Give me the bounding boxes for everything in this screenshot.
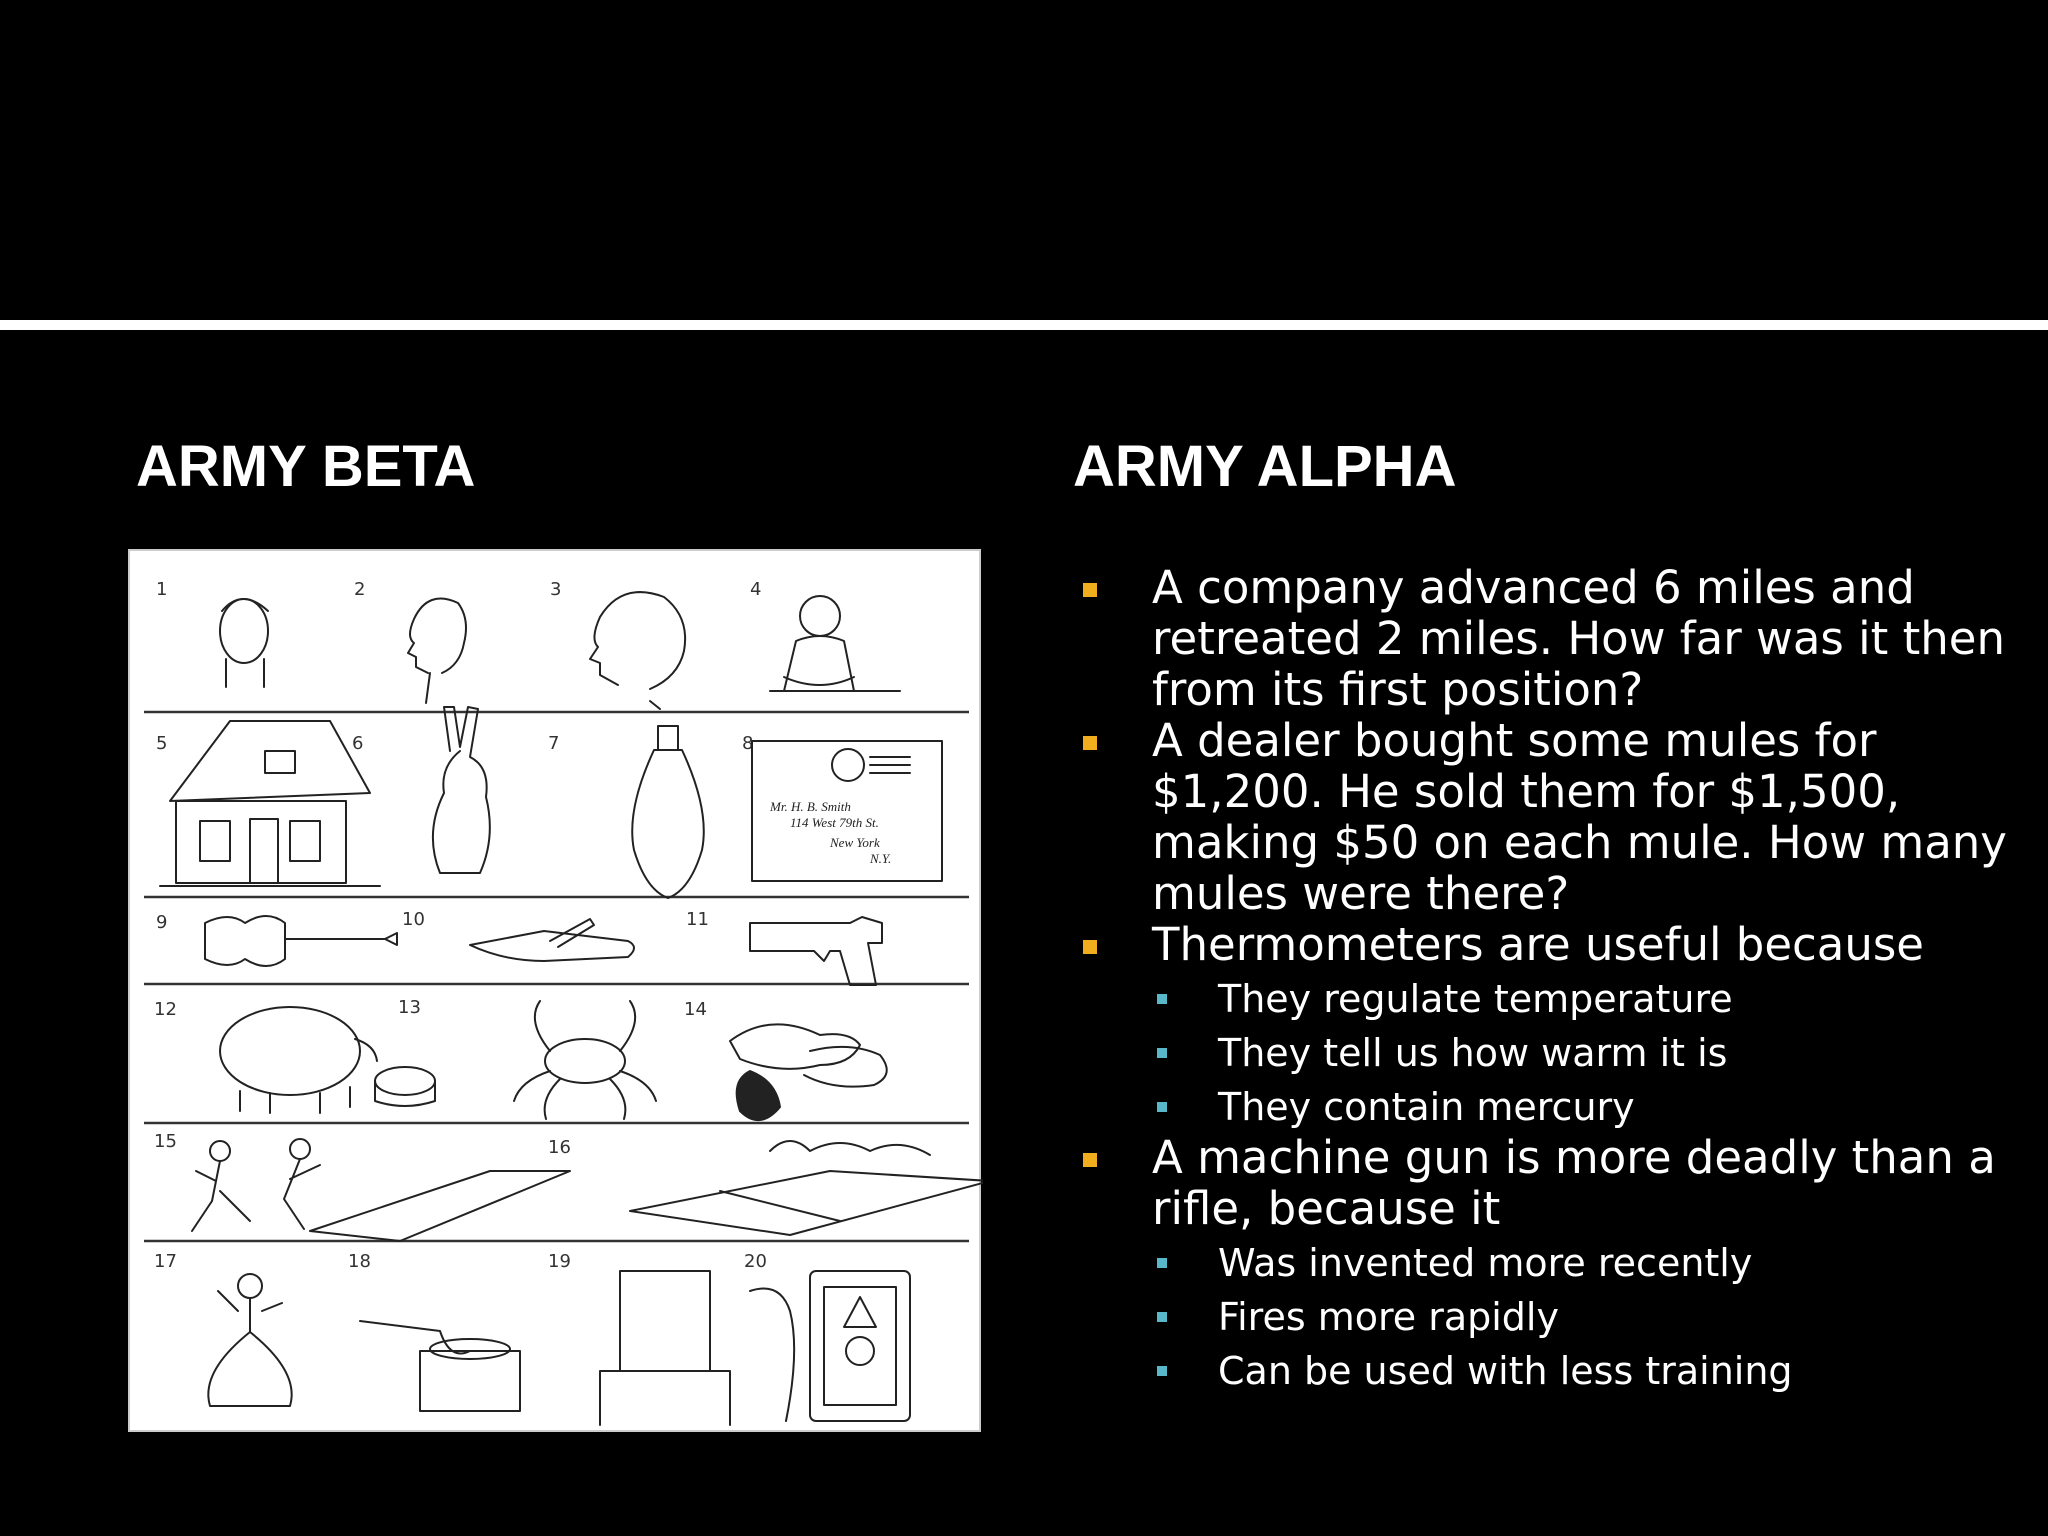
army-alpha-questions: A company advanced 6 miles and retreated… xyxy=(1083,562,2023,1396)
panel-number: 7 xyxy=(548,733,559,754)
panel-number: 4 xyxy=(750,579,761,600)
panel-number: 14 xyxy=(684,999,707,1020)
army-beta-heading: ARMY BETA xyxy=(136,434,476,499)
face-1-icon xyxy=(219,598,269,688)
option-text: They regulate temperature xyxy=(1218,977,1733,1021)
envelope-address-line: 114 West 79th St. xyxy=(790,815,879,830)
question-4-options: Was invented more recently Fires more ra… xyxy=(1083,1236,2023,1398)
question-3-options: They regulate temperature They tell us h… xyxy=(1083,972,2023,1134)
army-alpha-heading: ARMY ALPHA xyxy=(1073,434,1457,499)
crab-icon xyxy=(513,1000,657,1120)
small-square-bullet-icon xyxy=(1157,994,1167,1004)
question-text: A company advanced 6 miles and retreated… xyxy=(1152,561,2005,716)
pig-icon xyxy=(219,1006,436,1114)
house-icon xyxy=(159,720,381,887)
panel-number: 17 xyxy=(154,1251,177,1272)
dancer-with-fan-icon xyxy=(207,1273,293,1407)
question-text: A dealer bought some mules for $1,200. H… xyxy=(1152,714,2007,920)
panel-number: 13 xyxy=(398,997,421,1018)
cat-and-mouse-icon xyxy=(729,1023,888,1121)
option-item: Was invented more recently xyxy=(1083,1236,2023,1290)
envelope-address-line: N.Y. xyxy=(869,851,891,866)
panel-number: 12 xyxy=(154,999,177,1020)
option-text: They contain mercury xyxy=(1218,1085,1635,1129)
question-4: A machine gun is more deadly than a rifl… xyxy=(1083,1132,2023,1234)
option-item: They contain mercury xyxy=(1083,1080,2023,1134)
panel-number: 5 xyxy=(156,733,167,754)
option-item: Can be used with less training xyxy=(1083,1344,2023,1398)
small-square-bullet-icon xyxy=(1157,1312,1167,1322)
title-divider xyxy=(0,320,2048,330)
panel-number: 19 xyxy=(548,1251,571,1272)
revolver-icon xyxy=(749,916,883,986)
tennis-court-icon xyxy=(629,1140,983,1236)
pocket-knife-icon xyxy=(469,918,635,962)
panel-number: 1 xyxy=(156,579,167,600)
envelope-icon xyxy=(751,740,943,882)
small-square-bullet-icon xyxy=(1157,1366,1167,1376)
envelope-address-line: New York xyxy=(829,835,880,850)
panel-number: 11 xyxy=(686,909,709,930)
square-bullet-icon xyxy=(1083,1153,1097,1167)
option-item: They regulate temperature xyxy=(1083,972,2023,1026)
option-item: Fires more rapidly xyxy=(1083,1290,2023,1344)
panel-number: 10 xyxy=(402,909,425,930)
question-3: Thermometers are useful because xyxy=(1083,919,2023,970)
question-text: Thermometers are useful because xyxy=(1152,918,1924,971)
light-bulb-icon xyxy=(631,725,705,899)
envelope-address-line: Mr. H. B. Smith xyxy=(769,799,851,814)
small-square-bullet-icon xyxy=(1157,1258,1167,1268)
panel-number: 20 xyxy=(744,1251,767,1272)
panel-number: 16 xyxy=(548,1137,571,1158)
phonograph-icon xyxy=(359,1320,521,1412)
option-item: They tell us how warm it is xyxy=(1083,1026,2023,1080)
panel-number: 8 xyxy=(742,733,753,754)
option-text: Can be used with less training xyxy=(1218,1349,1793,1393)
small-square-bullet-icon xyxy=(1157,1102,1167,1112)
bowling-icon xyxy=(191,1138,571,1242)
question-2: A dealer bought some mules for $1,200. H… xyxy=(1083,715,2023,919)
panel-number: 3 xyxy=(550,579,561,600)
option-text: They tell us how warm it is xyxy=(1218,1031,1728,1075)
panel-number: 2 xyxy=(354,579,365,600)
panel-number: 6 xyxy=(352,733,363,754)
square-bullet-icon xyxy=(1083,940,1097,954)
panel-number: 15 xyxy=(154,1131,177,1152)
panel-number: 18 xyxy=(348,1251,371,1272)
square-bullet-icon xyxy=(1083,736,1097,750)
square-bullet-icon xyxy=(1083,583,1097,597)
playing-card-icon xyxy=(809,1270,911,1422)
rabbit-icon xyxy=(431,706,491,874)
question-1: A company advanced 6 miles and retreated… xyxy=(1083,562,2023,715)
man-eating-icon xyxy=(769,595,901,692)
violin-icon xyxy=(204,915,398,967)
small-square-bullet-icon xyxy=(1157,1048,1167,1058)
question-text: A machine gun is more deadly than a rifl… xyxy=(1152,1131,1996,1235)
option-text: Fires more rapidly xyxy=(1218,1295,1559,1339)
mirror-vanity-icon xyxy=(599,1270,796,1426)
option-text: Was invented more recently xyxy=(1218,1241,1753,1285)
face-2-icon xyxy=(407,597,467,704)
panel-number: 9 xyxy=(156,912,167,933)
face-3-icon xyxy=(589,591,687,710)
